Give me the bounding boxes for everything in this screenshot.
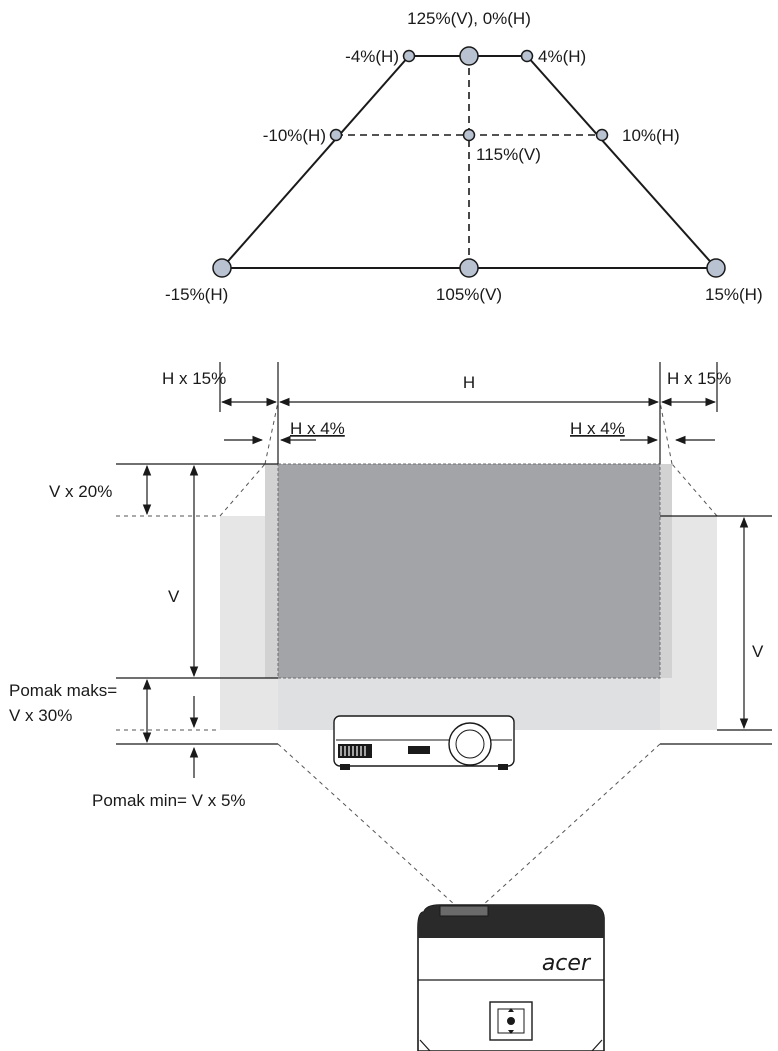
label-max-shift-1: Pomak maks=: [9, 681, 117, 700]
label-max-shift-2: V x 30%: [9, 706, 72, 725]
lens-icon: [448, 722, 492, 766]
label-h: H: [463, 373, 475, 392]
label-v-left: V: [168, 587, 180, 606]
label-bottom-left: -15%(H): [165, 285, 228, 304]
projected-screen: [277, 463, 661, 679]
label-top: 125%(V), 0%(H): [407, 9, 531, 28]
node-top-left: [402, 49, 416, 63]
logo-plate-icon: [408, 746, 430, 754]
label-top-left: -4%(H): [345, 47, 399, 66]
label-mid-left: -10%(H): [263, 126, 326, 145]
label-h4-left: H x 4%: [290, 419, 345, 438]
node-mid-center: [462, 128, 476, 142]
shift-diagram: H x 15% H H x 15% H x 4% H x 4% V x 20% …: [9, 362, 772, 810]
dashed-connector: [671, 463, 718, 517]
trapezoid-left-edge: [221, 55, 410, 269]
label-v-right: V: [752, 642, 764, 661]
label-min-shift: Pomak min= V x 5%: [92, 791, 246, 810]
lens-slot-icon: [439, 905, 489, 917]
brand-logo: acer: [542, 951, 592, 976]
vent-grille-icon: [338, 744, 372, 758]
node-mid-right: [595, 128, 609, 142]
keystone-chart: 125%(V), 0%(H) -4%(H) 4%(H) -10%(H) 10%(…: [165, 9, 763, 304]
projector-top-view: acer: [417, 904, 605, 1051]
label-mid-right: 10%(H): [622, 126, 680, 145]
node-mid-left: [329, 128, 343, 142]
node-bottom-center: [459, 258, 479, 278]
node-top-center: [459, 46, 479, 66]
label-h4-right: H x 4%: [570, 419, 625, 438]
label-mid-center: 115%(V): [476, 145, 541, 164]
label-bottom-right: 15%(H): [705, 285, 763, 304]
node-bottom-left: [212, 258, 232, 278]
projection-ray-right: [482, 743, 661, 906]
trapezoid-right-edge: [526, 55, 717, 269]
dashed-connector: [659, 401, 673, 465]
label-h15-left: H x 15%: [162, 369, 226, 388]
projection-ray-left: [277, 743, 456, 906]
label-bottom-center: 105%(V): [436, 285, 502, 304]
label-h15-right: H x 15%: [667, 369, 731, 388]
label-v20: V x 20%: [49, 482, 112, 501]
dashed-connector: [264, 401, 279, 465]
projector-back-view: [333, 715, 515, 770]
node-bottom-right: [706, 258, 726, 278]
node-top-right: [520, 49, 534, 63]
dashed-connector: [219, 463, 266, 517]
label-top-right: 4%(H): [538, 47, 586, 66]
